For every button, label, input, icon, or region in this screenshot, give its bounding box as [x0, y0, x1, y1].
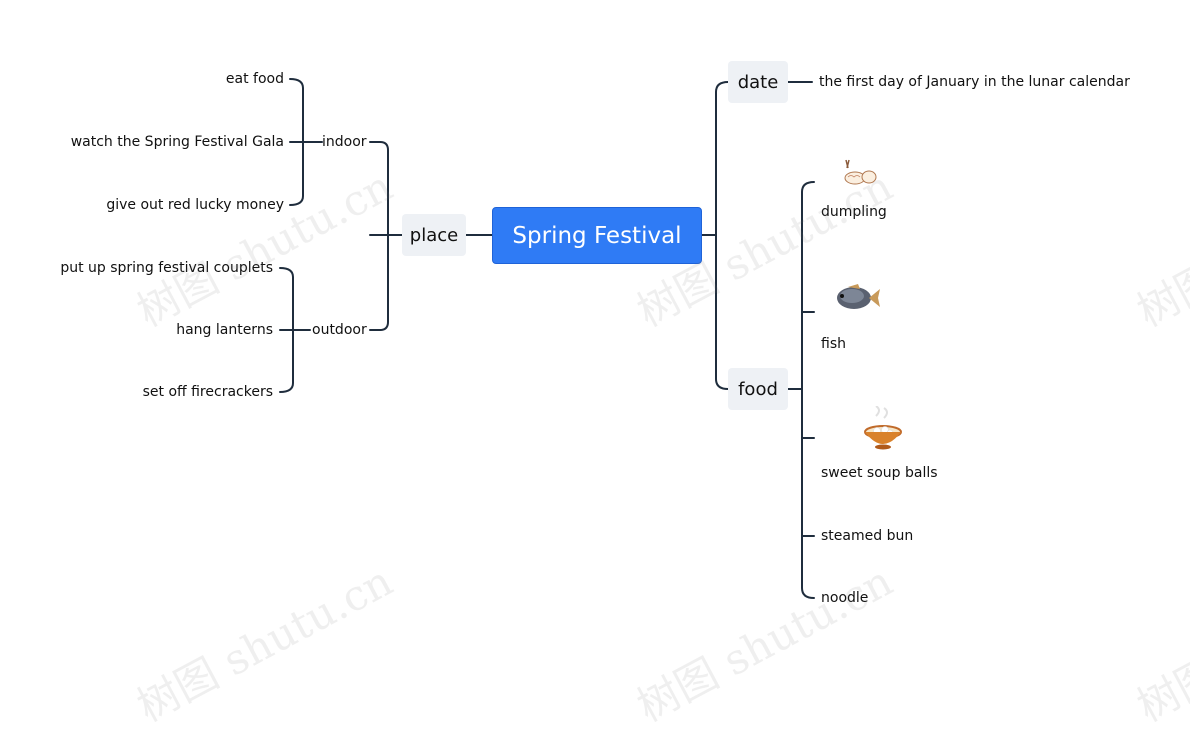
place-node[interactable]: place — [402, 214, 466, 256]
indoor-node[interactable]: indoor — [322, 134, 367, 150]
dumpling-icon — [844, 159, 877, 185]
food-item-dumpling[interactable]: dumpling — [821, 204, 887, 220]
outdoor-item-lanterns[interactable]: hang lanterns — [176, 322, 273, 338]
outdoor-item-couplets[interactable]: put up spring festival couplets — [60, 260, 273, 276]
root-node[interactable]: Spring Festival — [492, 207, 702, 264]
food-item-steamed-bun[interactable]: steamed bun — [821, 528, 914, 544]
indoor-item-red-money[interactable]: give out red lucky money — [106, 197, 284, 213]
root-label: Spring Festival — [512, 222, 682, 249]
food-label: food — [738, 378, 778, 400]
soup-bowl-icon — [864, 406, 902, 450]
indoor-item-gala[interactable]: watch the Spring Festival Gala — [70, 134, 284, 150]
date-value[interactable]: the first day of January in the lunar ca… — [819, 74, 1130, 90]
date-node[interactable]: date — [728, 61, 788, 103]
place-label: place — [409, 224, 459, 246]
indoor-item-eat-food[interactable]: eat food — [225, 71, 284, 87]
connector-lines — [279, 78, 815, 599]
food-item-fish[interactable]: fish — [821, 336, 846, 352]
outdoor-node[interactable]: outdoor — [312, 322, 367, 338]
food-item-sweet-soup-balls[interactable]: sweet soup balls — [821, 465, 938, 481]
fish-icon — [837, 284, 880, 309]
date-label: date — [737, 71, 779, 93]
outdoor-item-firecrackers[interactable]: set off firecrackers — [142, 384, 273, 400]
food-node[interactable]: food — [728, 368, 788, 410]
food-item-noodle[interactable]: noodle — [821, 590, 869, 606]
